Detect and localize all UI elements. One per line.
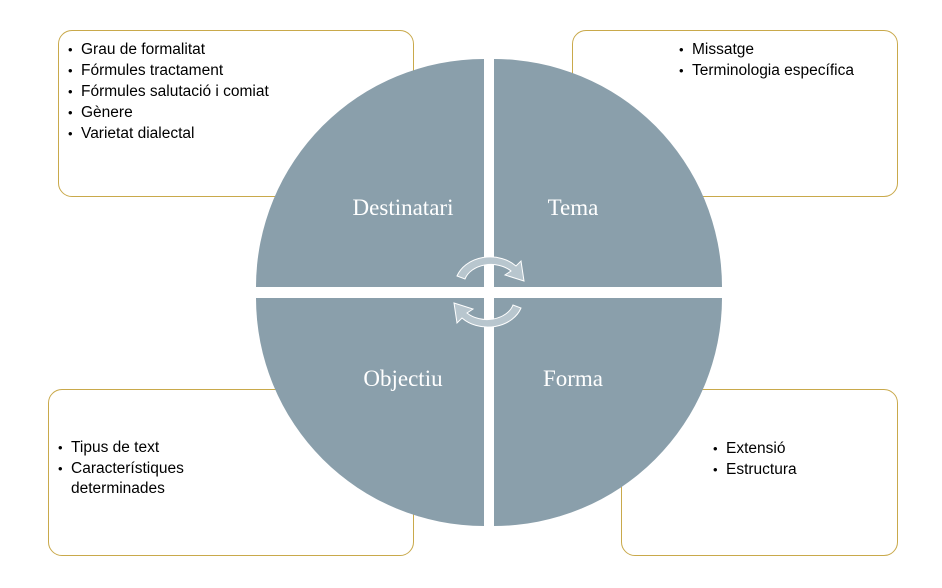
bullet-item: Extensió [713,438,797,459]
bullet-list-forma: Extensió Estructura [713,438,797,480]
bullet-item: Gènere [68,102,269,123]
bullet-item: Missatge [679,39,854,60]
label-forma: Forma [543,366,603,391]
bullet-item: Grau de formalitat [68,39,269,60]
quadrant-destinatari [256,59,484,287]
cycle-arrows-icon [453,256,525,328]
quadrant-forma [494,298,722,526]
quadrant-objectiu [256,298,484,526]
label-destinatari: Destinatari [353,195,454,220]
bullet-item: Tipus de text [58,438,258,458]
bullet-item: Terminologia específica [679,60,854,81]
quadrant-tema [494,59,722,287]
bullet-item: Estructura [713,459,797,480]
label-tema: Tema [548,195,599,220]
bullet-item: Fórmules salutació i comiat [68,81,269,102]
bullet-list-destinatari: Grau de formalitat Fórmules tractament F… [68,39,269,144]
bullet-item: Fórmules tractament [68,60,269,81]
bullet-item: Varietat dialectal [68,123,269,144]
bullet-item: Característiques determinades [58,459,258,499]
label-objectiu: Objectiu [363,366,443,391]
bullet-list-objectiu: Tipus de text Característiques determina… [58,438,258,500]
bullet-list-tema: Missatge Terminologia específica [679,39,854,81]
